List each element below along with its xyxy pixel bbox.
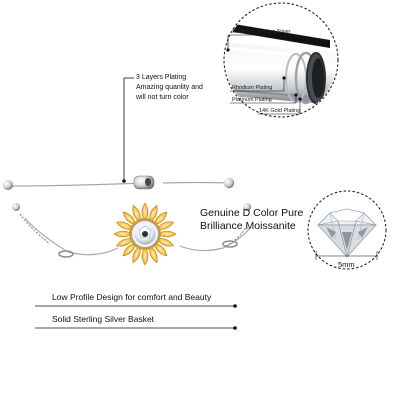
silver-basket-label: Solid Sterling Silver Basket bbox=[52, 314, 155, 324]
layers-leader-line bbox=[122, 77, 134, 183]
sunflower-petal bbox=[141, 202, 149, 222]
bottom-leader-lines bbox=[35, 304, 237, 330]
layers-plating-line2: Amazing quanlity and bbox=[136, 84, 203, 91]
moissanite-heading-line1: Genuine D Color Pure bbox=[200, 207, 304, 219]
sunflower-petal bbox=[156, 221, 175, 230]
layers-plating-line3: will not turn color bbox=[136, 94, 189, 101]
sunflower-petal bbox=[156, 238, 175, 247]
stone-size-label: 5mm bbox=[338, 260, 355, 269]
sunflower-petal bbox=[132, 245, 141, 264]
rhodium-plating-label: Rhodium Plating bbox=[232, 85, 273, 91]
sunflower-petal bbox=[113, 230, 133, 238]
sunflower-petal bbox=[141, 246, 149, 266]
sunflower-petal bbox=[157, 230, 177, 238]
sunflower-petal bbox=[115, 221, 134, 230]
sunflower-petal bbox=[153, 211, 168, 226]
platinum-plating-label: Platinum Plating bbox=[232, 97, 272, 103]
low-profile-label: Low Profile Design for comfort and Beaut… bbox=[52, 292, 212, 302]
sunflower-petal bbox=[122, 242, 137, 257]
gold-plating-label: 14K Gold Plating bbox=[259, 108, 301, 114]
sunflower-petal bbox=[153, 242, 168, 257]
chain-ends bbox=[3, 175, 251, 258]
sunflower-petal bbox=[122, 211, 137, 226]
layers-plating-title: 3 Layers Plating bbox=[136, 74, 187, 81]
moissanite-zoom-circle bbox=[307, 190, 387, 270]
sunflower-petal bbox=[132, 204, 141, 223]
moissanite-heading-line2: Brilliance Moissanite bbox=[200, 220, 296, 232]
sterling-silver-label: Solid 925 Sterling Silver bbox=[232, 29, 291, 35]
plating-zoom-circle bbox=[223, 2, 339, 118]
sunflower-petal bbox=[149, 204, 158, 223]
sunflower-petal bbox=[149, 245, 158, 264]
sunflower-petal bbox=[115, 238, 134, 247]
sunflower-charm bbox=[113, 202, 177, 266]
